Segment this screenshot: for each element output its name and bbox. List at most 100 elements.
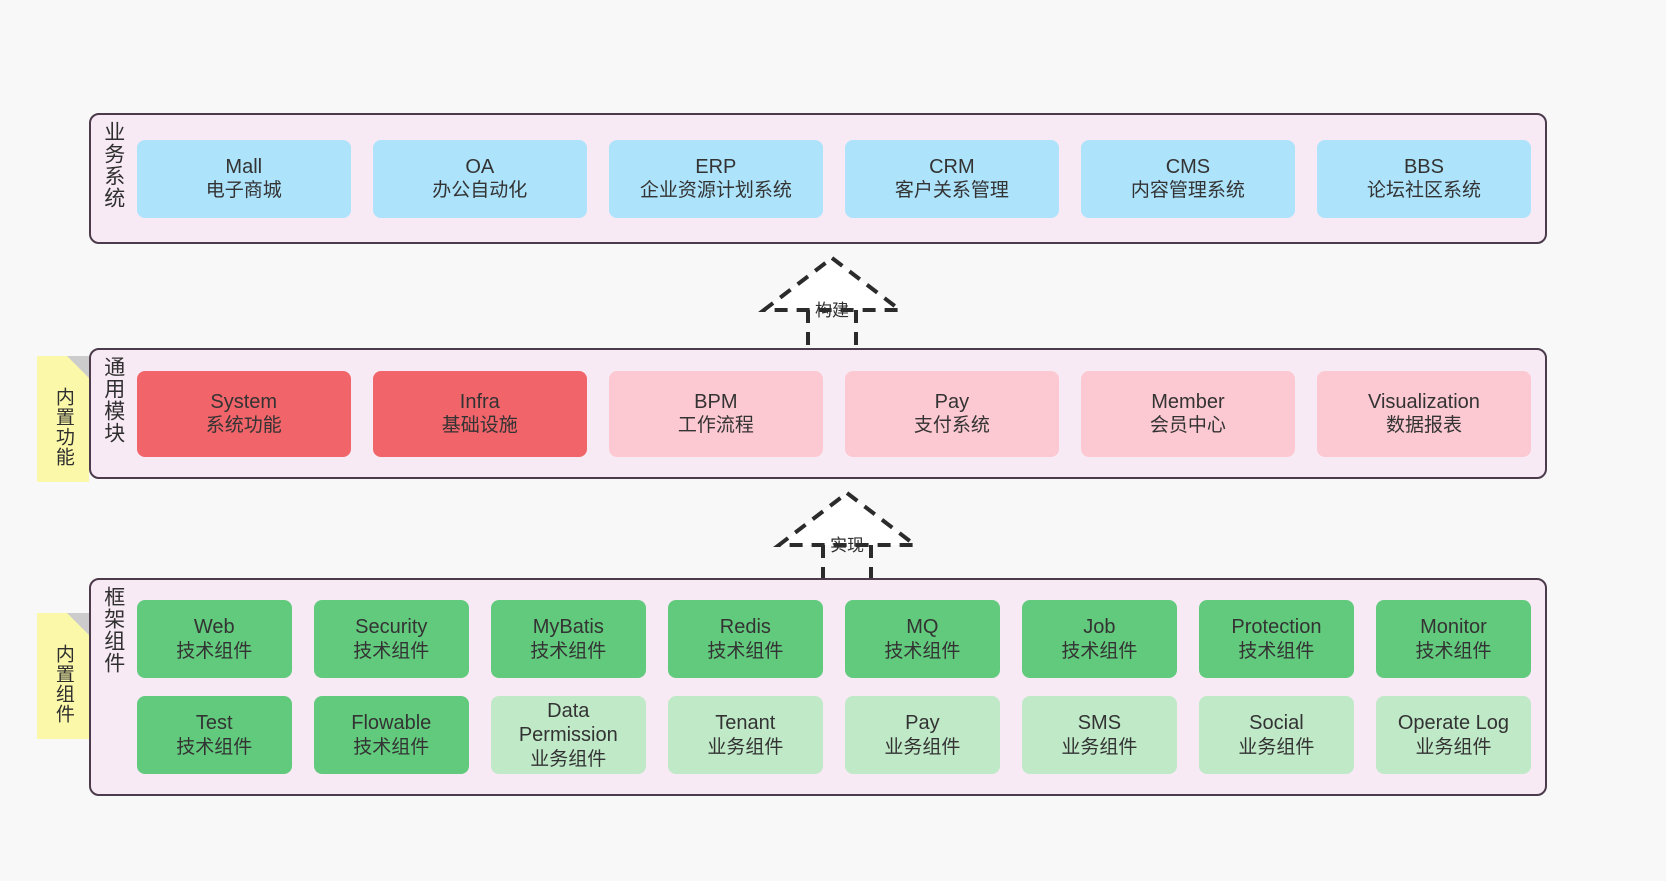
node-data-permission[interactable]: Data Permission 业务组件 xyxy=(490,696,646,774)
node-subtitle: 技术组件 xyxy=(1238,640,1315,662)
node-subtitle: 技术组件 xyxy=(884,640,961,662)
node-title: Job xyxy=(1083,616,1116,639)
node-infra[interactable]: Infra 基础设施 xyxy=(372,370,587,457)
node-test[interactable]: Test 技术组件 xyxy=(136,696,292,774)
generalization-arrowhead xyxy=(773,490,921,547)
node-subtitle: 业务组件 xyxy=(1061,736,1138,758)
node-subtitle: 基础设施 xyxy=(441,415,518,437)
note-builtin-features: 内置功能 xyxy=(37,356,89,482)
generalization-arrowhead xyxy=(758,255,906,312)
node-subtitle: 电子商城 xyxy=(205,180,282,202)
layer-label-common-module: 通用模块 xyxy=(101,356,125,444)
node-title: Protection xyxy=(1231,616,1322,639)
node-subtitle: 业务组件 xyxy=(1415,736,1492,758)
node-title: ERP xyxy=(695,155,737,178)
layer-common-module: 通用模块 System 系统功能 Infra 基础设施 BPM 工作流程 Pay… xyxy=(89,348,1547,479)
node-subtitle: 系统功能 xyxy=(205,415,282,437)
node-subtitle: 技术组件 xyxy=(1061,640,1138,662)
node-social[interactable]: Social 业务组件 xyxy=(1198,696,1354,774)
node-subtitle: 业务组件 xyxy=(530,748,607,770)
node-title: Monitor xyxy=(1420,616,1487,639)
page-fold-icon xyxy=(67,356,89,378)
node-security[interactable]: Security 技术组件 xyxy=(313,600,469,678)
node-subtitle: 业务组件 xyxy=(1238,736,1315,758)
node-bpm[interactable]: BPM 工作流程 xyxy=(608,370,823,457)
node-row: Web 技术组件 Security 技术组件 MyBatis 技术组件 Redi… xyxy=(136,600,1531,678)
node-member[interactable]: Member 会员中心 xyxy=(1080,370,1295,457)
node-row: Test 技术组件 Flowable 技术组件 Data Permission … xyxy=(136,696,1531,774)
node-title: BPM xyxy=(694,390,738,413)
node-title: CMS xyxy=(1165,155,1211,178)
node-title: Tenant xyxy=(715,712,776,735)
node-subtitle: 业务组件 xyxy=(707,736,784,758)
node-subtitle: 会员中心 xyxy=(1149,415,1226,437)
node-job[interactable]: Job 技术组件 xyxy=(1021,600,1177,678)
node-title: BBS xyxy=(1403,155,1444,178)
node-title: System xyxy=(210,390,278,413)
node-subtitle: 技术组件 xyxy=(1415,640,1492,662)
node-title: Visualization xyxy=(1368,390,1480,413)
node-title: CRM xyxy=(929,155,975,178)
note-text: 内置组件 xyxy=(52,644,74,724)
node-subtitle: 技术组件 xyxy=(353,736,430,758)
node-title: MyBatis xyxy=(532,616,604,639)
layer-framework-components: 框架组件 Web 技术组件 Security 技术组件 MyBatis 技术组件… xyxy=(89,578,1547,796)
layer-body-common-module: System 系统功能 Infra 基础设施 BPM 工作流程 Pay 支付系统… xyxy=(133,350,1545,477)
node-subtitle: 业务组件 xyxy=(884,736,961,758)
node-redis[interactable]: Redis 技术组件 xyxy=(667,600,823,678)
layer-business-system: 业务系统 Mall 电子商城 OA 办公自动化 ERP 企业资源计划系统 CRM… xyxy=(89,113,1547,244)
node-row: Mall 电子商城 OA 办公自动化 ERP 企业资源计划系统 CRM 客户关系… xyxy=(136,139,1531,218)
node-oa[interactable]: OA 办公自动化 xyxy=(372,139,587,218)
node-bbs[interactable]: BBS 论坛社区系统 xyxy=(1316,139,1531,218)
node-title: Operate Log xyxy=(1397,712,1510,735)
node-subtitle: 办公自动化 xyxy=(432,180,528,202)
layer-label-framework-components: 框架组件 xyxy=(101,586,125,674)
page-fold-icon xyxy=(67,613,89,635)
layer-body-business-system: Mall 电子商城 OA 办公自动化 ERP 企业资源计划系统 CRM 客户关系… xyxy=(133,115,1545,242)
node-subtitle: 技术组件 xyxy=(176,736,253,758)
node-protection[interactable]: Protection 技术组件 xyxy=(1198,600,1354,678)
node-title: SMS xyxy=(1077,712,1122,735)
node-row: System 系统功能 Infra 基础设施 BPM 工作流程 Pay 支付系统… xyxy=(136,370,1531,457)
node-visualization[interactable]: Visualization 数据报表 xyxy=(1316,370,1531,457)
note-builtin-components: 内置组件 xyxy=(37,613,89,739)
connector-implement-arrow: 实现 xyxy=(757,487,937,591)
node-sms[interactable]: SMS 业务组件 xyxy=(1021,696,1177,774)
node-mq[interactable]: MQ 技术组件 xyxy=(844,600,1000,678)
layer-label-business-system: 业务系统 xyxy=(101,121,125,209)
node-title: Member xyxy=(1151,390,1225,413)
connector-build-arrow: 构建 xyxy=(742,252,922,356)
node-mybatis[interactable]: MyBatis 技术组件 xyxy=(490,600,646,678)
node-title: Security xyxy=(355,616,428,639)
node-subtitle: 支付系统 xyxy=(913,415,990,437)
node-pay-business[interactable]: Pay 业务组件 xyxy=(844,696,1000,774)
node-title: Redis xyxy=(719,616,771,639)
node-web[interactable]: Web 技术组件 xyxy=(136,600,292,678)
node-title: Test xyxy=(195,712,233,735)
node-title: OA xyxy=(465,155,495,178)
node-title: Web xyxy=(193,616,235,639)
node-title: Flowable xyxy=(351,712,432,735)
node-title: Mall xyxy=(225,155,263,178)
node-subtitle: 客户关系管理 xyxy=(894,180,1009,202)
node-subtitle: 技术组件 xyxy=(176,640,253,662)
node-subtitle: 技术组件 xyxy=(707,640,784,662)
node-title: Pay xyxy=(905,712,940,735)
node-monitor[interactable]: Monitor 技术组件 xyxy=(1375,600,1531,678)
node-mall[interactable]: Mall 电子商城 xyxy=(136,139,351,218)
node-title: Infra xyxy=(459,390,500,413)
node-title: Social xyxy=(1249,712,1304,735)
node-flowable[interactable]: Flowable 技术组件 xyxy=(313,696,469,774)
node-crm[interactable]: CRM 客户关系管理 xyxy=(844,139,1059,218)
node-system[interactable]: System 系统功能 xyxy=(136,370,351,457)
layer-body-framework-components: Web 技术组件 Security 技术组件 MyBatis 技术组件 Redi… xyxy=(133,580,1545,794)
node-erp[interactable]: ERP 企业资源计划系统 xyxy=(608,139,823,218)
node-operate-log[interactable]: Operate Log 业务组件 xyxy=(1375,696,1531,774)
note-text: 内置功能 xyxy=(52,387,74,467)
node-subtitle: 技术组件 xyxy=(353,640,430,662)
node-pay[interactable]: Pay 支付系统 xyxy=(844,370,1059,457)
node-subtitle: 技术组件 xyxy=(530,640,607,662)
node-tenant[interactable]: Tenant 业务组件 xyxy=(667,696,823,774)
node-cms[interactable]: CMS 内容管理系统 xyxy=(1080,139,1295,218)
